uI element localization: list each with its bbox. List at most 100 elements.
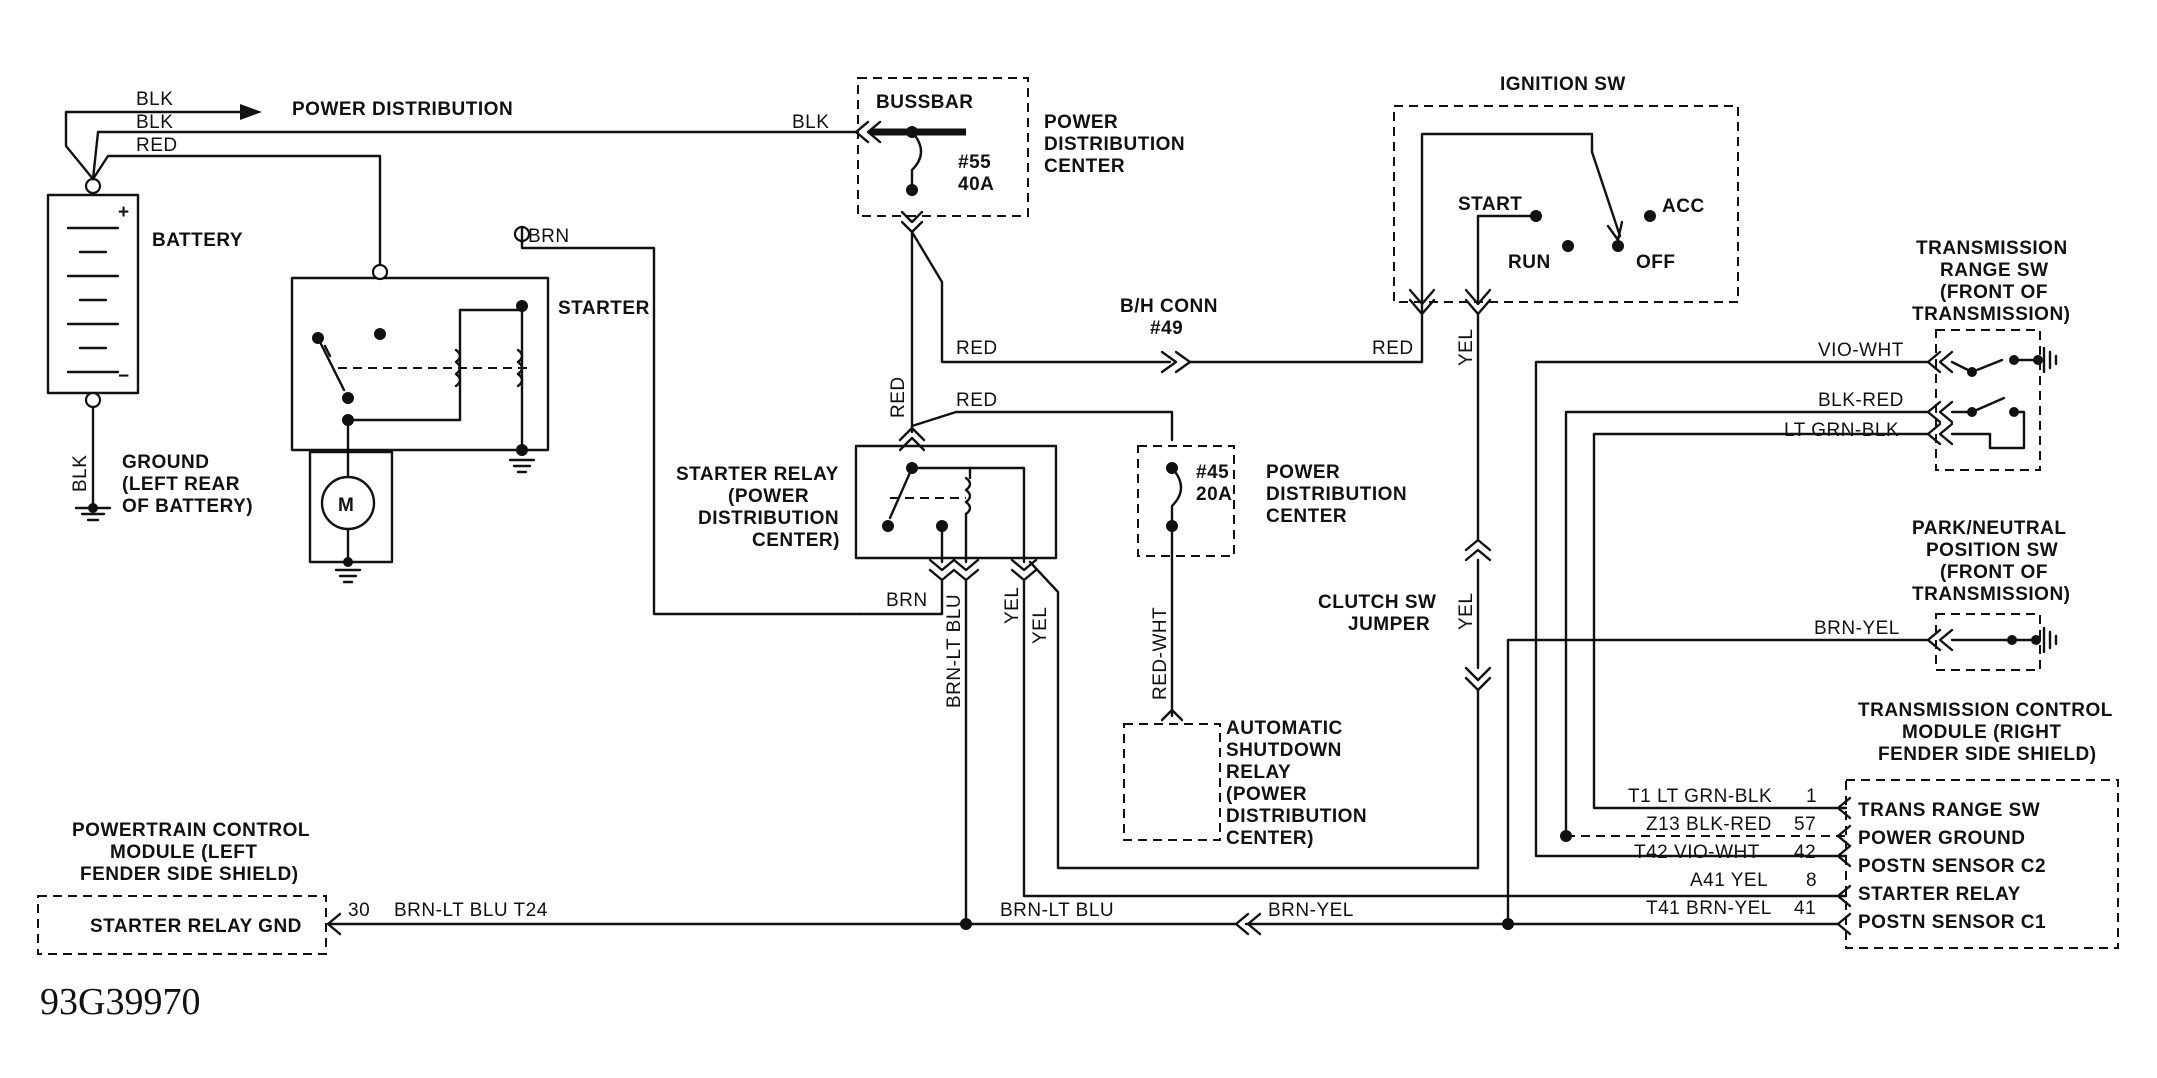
tcm-pin-2: 57: [1794, 814, 1816, 835]
wire-red-battery: RED: [136, 135, 178, 156]
tcm-pin-3: 42: [1794, 842, 1816, 863]
pdc-top-line1: POWER: [1044, 112, 1118, 133]
tcm-pin-5: 41: [1794, 898, 1816, 919]
wire-blk-top: BLK: [136, 89, 173, 110]
pn-line3: (FRONT OF: [1940, 562, 2048, 583]
wire-yel-relay-2: YEL: [1030, 607, 1051, 644]
wire-brn-yel-pn: BRN-YEL: [1814, 618, 1900, 639]
bussbar-label: BUSSBAR: [876, 92, 973, 113]
svg-text:+: +: [118, 202, 130, 223]
tcm-pin-row-3: T42 VIO-WHT 42 POSTN SENSOR C2: [1634, 842, 2046, 877]
fuse-45-number: #45: [1196, 462, 1229, 483]
svg-text:−: −: [118, 366, 130, 387]
tcm-pin-row-5: T41 BRN-YEL 41 POSTN SENSOR C1: [1646, 898, 2046, 936]
ground-label-line2: (LEFT REAR: [122, 474, 240, 495]
asd-line5: DISTRIBUTION: [1226, 806, 1367, 827]
battery-label: BATTERY: [152, 230, 243, 251]
battery-positive-terminal: [84, 177, 102, 195]
clutch-sw-line2: JUMPER: [1348, 614, 1430, 635]
wire-blk-ground: BLK: [70, 455, 91, 492]
wire-brn-relay: BRN: [886, 590, 928, 611]
fuse-55-number: #55: [958, 152, 991, 173]
ignition-switch: [1393, 105, 1739, 303]
fuse-55-rating: 40A: [958, 174, 994, 195]
wire-yel-ign: YEL: [1456, 329, 1477, 366]
starter-relay-line3: DISTRIBUTION: [698, 508, 839, 529]
tcm-pin-4: 8: [1806, 870, 1817, 891]
tcm-name-3: POSTN SENSOR C2: [1858, 856, 2046, 877]
wire-vio-wht: VIO-WHT: [1818, 340, 1904, 361]
fuse-55: [910, 130, 923, 192]
wire-brn-lt-blu-vertical: BRN-LT BLU: [944, 594, 965, 708]
wire-red-ign: RED: [1372, 338, 1414, 359]
power-distribution-label: POWER DISTRIBUTION: [292, 99, 513, 120]
wire-blk-2: BLK: [136, 112, 173, 133]
ignition-sw-label: IGNITION SW: [1500, 74, 1626, 95]
pdc-mid-line2: DISTRIBUTION: [1266, 484, 1407, 505]
clutch-sw-line1: CLUTCH SW: [1318, 592, 1436, 613]
pcm-line1: POWERTRAIN CONTROL: [72, 820, 310, 841]
ground-label-line1: GROUND: [122, 452, 209, 473]
wire-lt-grn-blk: LT GRN-BLK: [1784, 420, 1899, 441]
trs-line2: RANGE SW: [1940, 260, 2049, 281]
tcm-pin-row-1: T1 LT GRN-BLK 1 TRANS RANGE SW: [1628, 786, 2040, 821]
asd-line2: SHUTDOWN: [1226, 740, 1342, 761]
ign-run-contact: [1562, 240, 1574, 252]
pdc-top-line3: CENTER: [1044, 156, 1125, 177]
fuse-45-rating: 20A: [1196, 484, 1232, 505]
automatic-shutdown-relay: [1123, 723, 1221, 841]
asd-line3: RELAY: [1226, 762, 1291, 783]
tcm-pin-row-4: A41 YEL 8 STARTER RELAY: [1690, 870, 2021, 908]
wire-yel-relay-1: YEL: [1002, 587, 1023, 624]
trs-line3: (FRONT OF: [1940, 282, 2048, 303]
pcm-pin-number: 30: [348, 900, 370, 921]
pcm-circuit: BRN-LT BLU T24: [394, 900, 548, 921]
starter-relay-line4: CENTER): [752, 530, 840, 551]
tcm-line2: MODULE (RIGHT: [1902, 722, 2062, 743]
park-neutral-position-switch: [1935, 613, 2041, 671]
pcm-pin-name: STARTER RELAY GND: [90, 916, 302, 937]
pdc-mid-line1: POWER: [1266, 462, 1340, 483]
wire-red-wht: RED-WHT: [1150, 607, 1171, 700]
wire-blk-red: BLK-RED: [1818, 390, 1904, 411]
starter: M: [290, 225, 550, 584]
tcm-name-4: STARTER RELAY: [1858, 884, 2021, 905]
tcm-line1: TRANSMISSION CONTROL: [1858, 700, 2113, 721]
figure-id: 93G39970: [40, 981, 200, 1023]
ground-label-line3: OF BATTERY): [122, 496, 253, 517]
wire-red-bh: RED: [956, 338, 998, 359]
starter-relay-line2: (POWER: [728, 486, 809, 507]
power-distribution-center-top: [857, 77, 1029, 217]
pn-line2: POSITION SW: [1926, 540, 2058, 561]
tcm-circuit-1: T1 LT GRN-BLK: [1628, 786, 1772, 807]
power-distribution-center-mid: [1137, 445, 1235, 557]
pcm-line3: FENDER SIDE SHIELD): [80, 864, 299, 885]
powertrain-control-module: [37, 895, 327, 955]
bh-conn-label: B/H CONN: [1120, 296, 1218, 317]
asd-line1: AUTOMATIC: [1226, 718, 1343, 739]
starter-relay: [854, 444, 1058, 560]
tcm-name-1: TRANS RANGE SW: [1858, 800, 2040, 821]
pn-line1: PARK/NEUTRAL: [1912, 518, 2066, 539]
wire-red-relay: RED: [888, 376, 909, 418]
fuse-45: [1170, 466, 1183, 528]
tcm-name-5: POSTN SENSOR C1: [1858, 912, 2046, 933]
ign-off: OFF: [1636, 252, 1676, 273]
starter-relay-line1: STARTER RELAY: [676, 464, 839, 485]
tcm-pin-1: 1: [1806, 786, 1817, 807]
ign-off-contact: [1612, 240, 1624, 252]
asd-line4: (POWER: [1226, 784, 1307, 805]
ign-acc: ACC: [1662, 196, 1705, 217]
bh-conn-number: #49: [1150, 318, 1183, 339]
pdc-mid-line3: CENTER: [1266, 506, 1347, 527]
pdc-top-line2: DISTRIBUTION: [1044, 134, 1185, 155]
pn-line4: TRANSMISSION): [1912, 584, 2071, 605]
ign-start: START: [1458, 194, 1522, 215]
tcm-circuit-5: T41 BRN-YEL: [1646, 898, 1772, 919]
wire-yel-clutch: YEL: [1456, 593, 1477, 630]
transmission-range-switch: [1935, 329, 2041, 471]
asd-line6: CENTER): [1226, 828, 1314, 849]
pcm-line2: MODULE (LEFT: [110, 842, 257, 863]
tcm-name-2: POWER GROUND: [1858, 828, 2026, 849]
